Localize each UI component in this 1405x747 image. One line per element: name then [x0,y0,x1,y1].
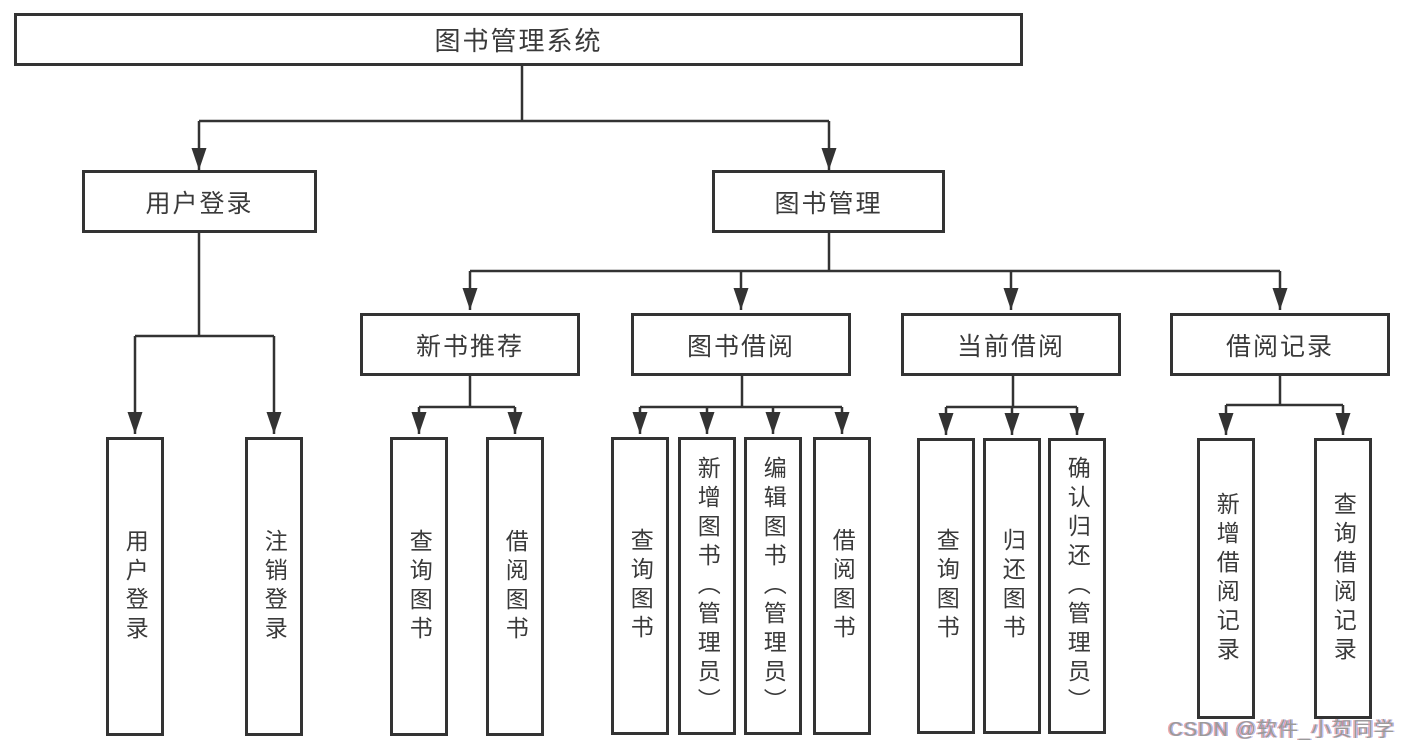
leaf-return-books: 归还图书 [983,438,1041,734]
leaf-label: 查询图书 [406,528,433,645]
node-book-management: 图书管理 [712,170,945,233]
leaf-label: 确认归还（管理员） [1064,455,1091,717]
leaf-borrow-books: 借阅图书 [813,437,871,735]
leaf-user-login: 用户登录 [106,437,164,736]
leaf-borrow-books-recommend: 借阅图书 [486,437,544,736]
node-user-login: 用户登录 [82,170,317,233]
leaf-logout-login: 注销登录 [245,437,303,736]
leaf-label: 查询借阅记录 [1330,491,1357,666]
leaf-label: 新增借阅记录 [1213,491,1240,666]
node-current-borrowing: 当前借阅 [901,313,1121,376]
leaf-label: 查询图书 [627,528,654,644]
leaf-label: 注销登录 [261,528,288,645]
leaf-query-borrow-record: 查询借阅记录 [1314,438,1372,719]
leaf-label: 新增图书（管理员） [694,455,721,717]
leaf-label: 查询图书 [933,528,960,644]
node-borrowing-records: 借阅记录 [1170,313,1390,376]
leaf-query-books-borrow: 查询图书 [611,437,669,735]
leaf-edit-books-admin: 编辑图书（管理员） [744,437,802,735]
leaf-label: 用户登录 [122,528,149,645]
leaf-query-books-recommend: 查询图书 [390,437,448,736]
leaf-label: 借阅图书 [829,528,856,644]
leaf-label: 借阅图书 [502,528,529,645]
leaf-add-books-admin: 新增图书（管理员） [678,437,736,735]
csdn-watermark: CSDN @软件_小贺同学 [1168,719,1395,741]
leaf-add-borrow-record: 新增借阅记录 [1197,438,1255,719]
leaf-confirm-return-admin: 确认归还（管理员） [1048,438,1106,734]
leaf-label: 编辑图书（管理员） [760,455,787,717]
node-new-book-recommend: 新书推荐 [360,313,580,376]
leaf-label: 归还图书 [999,528,1026,644]
leaf-query-books-current: 查询图书 [917,438,975,734]
node-book-borrowing: 图书借阅 [631,313,851,376]
node-root-system: 图书管理系统 [14,13,1023,66]
